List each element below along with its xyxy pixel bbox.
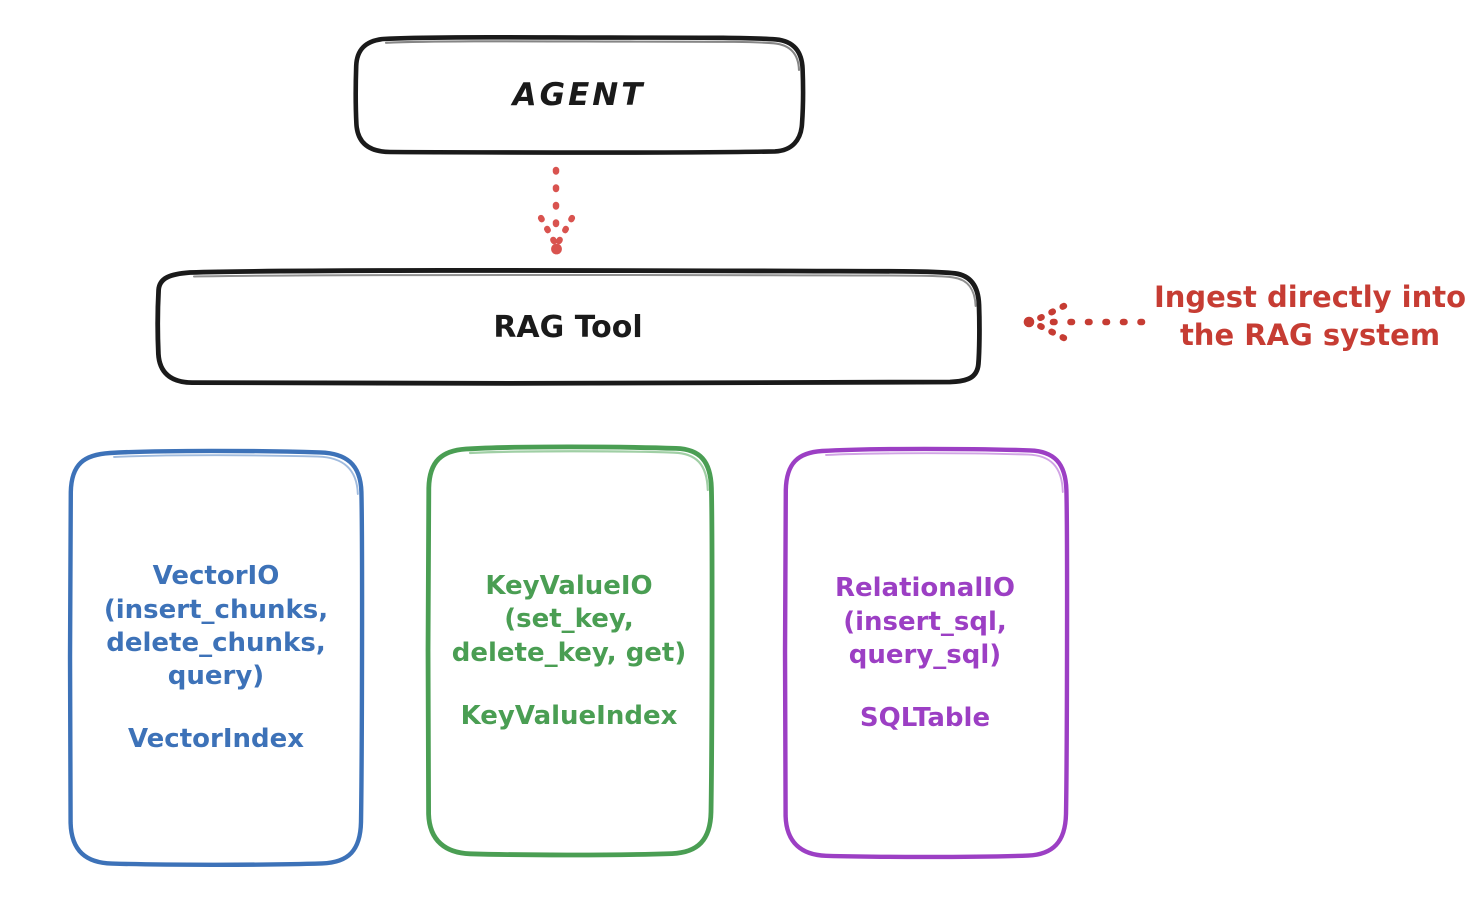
relational-io-box-outline-echo: [825, 452, 1064, 493]
vector-io-node[interactable]: [67, 448, 365, 867]
vector-io-box-outline: [67, 448, 365, 867]
key-value-io-box-outline-echo: [468, 450, 709, 492]
key-value-io-node[interactable]: [425, 444, 715, 858]
key-value-io-box-outline: [425, 444, 715, 858]
agent-box-outline: [353, 35, 806, 155]
relational-io-node[interactable]: [782, 446, 1070, 860]
agent-box-outline-echo: [384, 40, 801, 72]
rag-tool-box-outline-echo: [193, 273, 977, 307]
rag-tool-node[interactable]: [155, 268, 982, 386]
agent-node[interactable]: [353, 35, 806, 155]
ingest-connector: [1023, 302, 1146, 342]
relational-io-box-outline: [782, 446, 1070, 860]
vector-io-box-outline-echo: [113, 454, 359, 495]
agent-to-rag-connector: [537, 166, 576, 255]
rag-tool-box-outline: [155, 268, 982, 386]
